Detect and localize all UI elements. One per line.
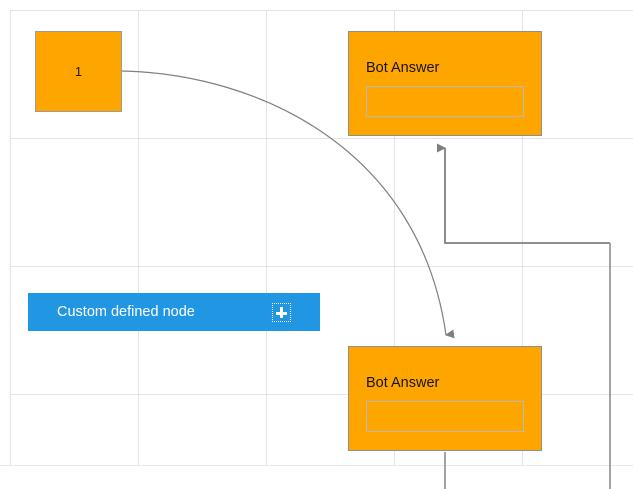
grid-top-border bbox=[10, 10, 633, 11]
node-start[interactable]: 1 bbox=[35, 31, 122, 112]
custom-defined-node-label: Custom defined node bbox=[57, 303, 195, 320]
grid-left-border bbox=[10, 10, 11, 466]
plus-icon[interactable] bbox=[272, 302, 291, 322]
node-bot-answer-top[interactable]: Bot Answer bbox=[348, 31, 542, 136]
node-bot-answer-bottom[interactable]: Bot Answer bbox=[348, 346, 542, 451]
node-bot-answer-top-title: Bot Answer bbox=[366, 60, 440, 76]
node-start-label: 1 bbox=[74, 64, 83, 79]
node-bot-answer-top-field[interactable] bbox=[366, 86, 524, 117]
custom-defined-node-bar[interactable]: Custom defined node bbox=[28, 293, 320, 331]
grid-bottom-border bbox=[0, 465, 633, 466]
node-bot-answer-bottom-title: Bot Answer bbox=[366, 375, 440, 391]
node-bot-answer-bottom-field[interactable] bbox=[366, 401, 524, 432]
connector-loop-to-bot-answer-top bbox=[437, 143, 610, 244]
